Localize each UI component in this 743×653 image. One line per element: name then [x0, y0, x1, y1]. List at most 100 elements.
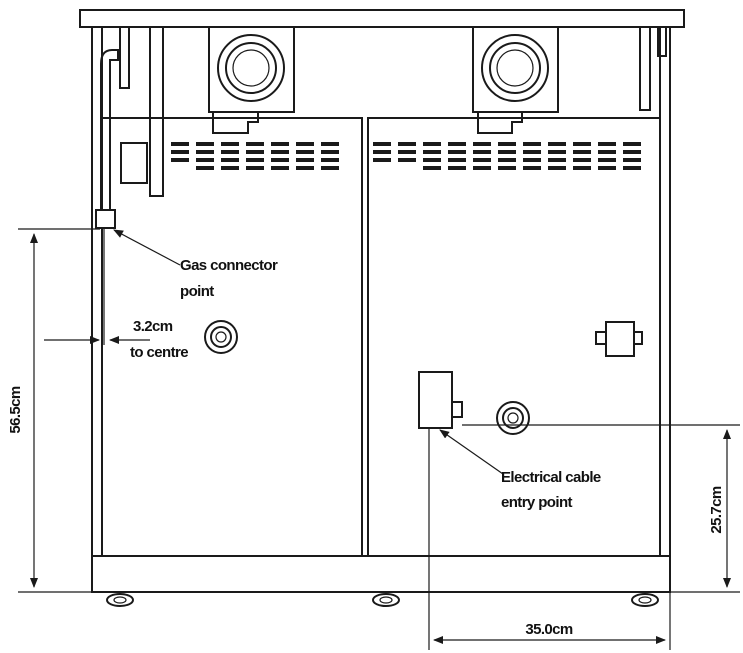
vent-slot — [373, 158, 391, 162]
electrical-label-line2: entry point — [501, 494, 573, 511]
vent-slot — [623, 166, 641, 170]
vent-slot — [196, 150, 214, 154]
vent-slot — [498, 166, 516, 170]
vent-slot — [523, 150, 541, 154]
vent-slot — [598, 158, 616, 162]
vent-slot — [548, 158, 566, 162]
vent-slot — [196, 166, 214, 170]
vent-slot — [398, 142, 416, 146]
electrical-entry-box — [418, 371, 463, 429]
vent-slot — [296, 158, 314, 162]
left-round-fitting — [204, 320, 238, 354]
vent-slot — [398, 150, 416, 154]
vent-slot — [246, 158, 264, 162]
vent-slot — [221, 150, 239, 154]
vent-slot — [573, 166, 591, 170]
vent-slots-right — [373, 142, 641, 170]
vent-slot — [423, 166, 441, 170]
vent-slot — [321, 158, 339, 162]
vent-slot — [548, 142, 566, 146]
vent-slot — [196, 158, 214, 162]
dimension-gas-height: 56.5cm — [7, 228, 100, 588]
vent-slot — [498, 158, 516, 162]
dimension-label-electrical-height: 25.7cm — [708, 486, 725, 534]
vent-slot — [623, 158, 641, 162]
vent-slot — [221, 158, 239, 162]
vent-slot — [171, 158, 189, 162]
vent-slot — [373, 142, 391, 146]
left-fan-unit — [208, 26, 295, 134]
vent-slot — [448, 142, 466, 146]
vent-slot — [473, 158, 491, 162]
vent-slot — [271, 142, 289, 146]
vent-slot — [523, 158, 541, 162]
vent-slot — [548, 166, 566, 170]
vent-slot — [623, 142, 641, 146]
vent-slot — [246, 166, 264, 170]
vent-slot — [271, 166, 289, 170]
offset-label-line1: 3.2cm — [133, 318, 173, 335]
offset-label-line2: to centre — [130, 344, 188, 361]
dimension-electrical-height: 25.7cm — [462, 424, 740, 588]
rear-panel-right — [367, 117, 660, 556]
vent-slot — [473, 166, 491, 170]
vent-slot — [598, 142, 616, 146]
vent-slot — [573, 158, 591, 162]
vent-slot — [321, 166, 339, 170]
vent-slot — [423, 158, 441, 162]
electrical-callout: Electrical cable entry point — [439, 429, 601, 511]
gas-connector-label-line1: Gas connector — [180, 257, 278, 274]
vent-slot — [246, 150, 264, 154]
dimension-label-gas-height: 56.5cm — [7, 386, 24, 434]
vent-slot — [296, 166, 314, 170]
vent-slot — [623, 150, 641, 154]
vent-slot — [498, 150, 516, 154]
vent-slot — [296, 142, 314, 146]
cabinet-body — [91, 26, 671, 593]
vent-slot — [321, 150, 339, 154]
vent-slot — [373, 150, 391, 154]
vent-slot — [321, 142, 339, 146]
vent-slot — [271, 150, 289, 154]
dimension-electrical-width: 35.0cm — [428, 428, 671, 650]
vent-slots-left — [171, 142, 339, 170]
vent-slot — [523, 142, 541, 146]
vent-slot — [448, 158, 466, 162]
left-side-bracket — [119, 27, 164, 197]
foot-right — [631, 593, 659, 607]
right-round-fitting — [496, 401, 530, 435]
rear-panel-left — [102, 117, 363, 556]
electrical-label-line1: Electrical cable — [501, 469, 601, 486]
right-fan-unit — [472, 26, 559, 134]
vent-slot — [423, 150, 441, 154]
vent-slot — [171, 142, 189, 146]
vent-slot — [221, 166, 239, 170]
vent-slot — [598, 150, 616, 154]
vent-slot — [598, 166, 616, 170]
vent-slot — [548, 150, 566, 154]
gas-connector-callout: Gas connector point — [113, 229, 279, 300]
dimension-label-electrical-width: 35.0cm — [525, 621, 573, 638]
vent-slot — [196, 142, 214, 146]
foot-left — [106, 593, 134, 607]
foot-centre — [372, 593, 400, 607]
vent-slot — [271, 158, 289, 162]
worktop — [79, 9, 685, 28]
vent-slot — [398, 158, 416, 162]
dimension-offset: 3.2cm to centre — [44, 318, 189, 361]
vent-slot — [573, 142, 591, 146]
base-plinth — [92, 555, 670, 593]
vent-slot — [246, 142, 264, 146]
vent-slot — [448, 150, 466, 154]
vent-slot — [523, 166, 541, 170]
vent-slot — [296, 150, 314, 154]
vent-slot — [221, 142, 239, 146]
vent-slot — [473, 142, 491, 146]
gas-pipe — [95, 49, 119, 345]
vent-slot — [448, 166, 466, 170]
right-side-bracket — [639, 27, 667, 111]
vent-slot — [423, 142, 441, 146]
vent-slot — [573, 150, 591, 154]
vent-slot — [498, 142, 516, 146]
